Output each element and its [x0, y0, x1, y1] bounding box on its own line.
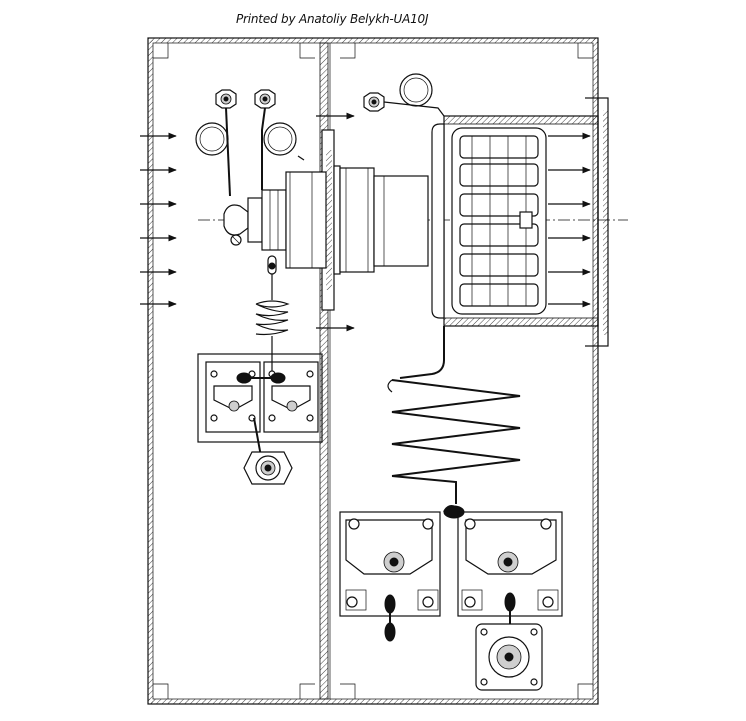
tank-coil — [387, 326, 521, 519]
tube-socket — [223, 189, 287, 275]
feedthrough-terminals — [195, 73, 445, 197]
airflow-arrows-right — [316, 112, 591, 332]
anode-radiator — [431, 115, 599, 327]
output-connector — [475, 623, 543, 691]
load-capacitor — [443, 505, 563, 650]
cabinet-enclosure — [147, 37, 599, 705]
input-coil — [255, 274, 290, 374]
drawing-credit: Printed by Anatoliy Belykh-UA10J — [236, 12, 429, 26]
input-connector — [243, 451, 293, 485]
tube-body — [285, 167, 429, 273]
tune-capacitor — [339, 511, 441, 642]
input-capacitors — [197, 353, 323, 463]
airflow-arrows-left — [140, 132, 177, 308]
